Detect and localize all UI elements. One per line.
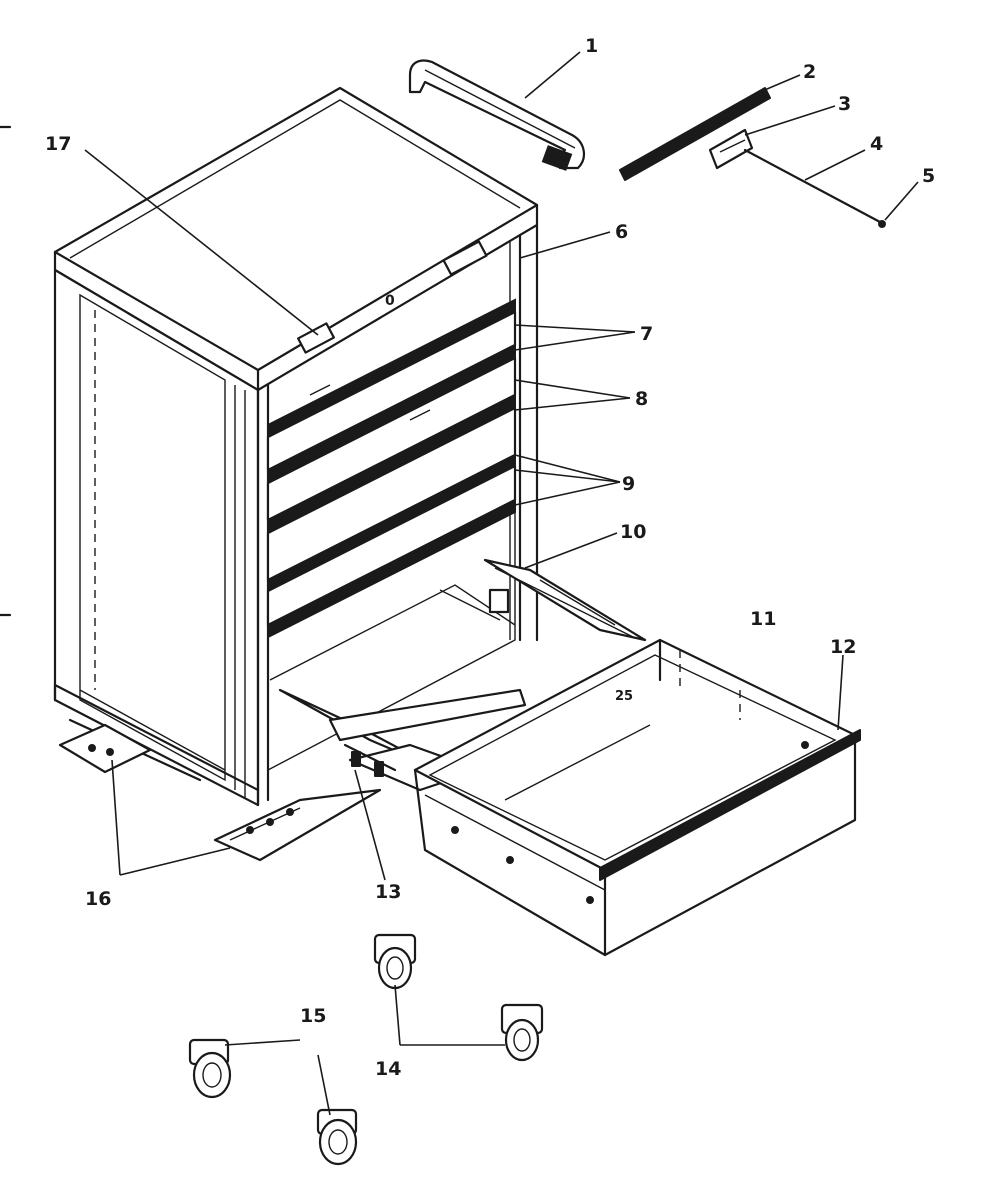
rod-pin — [878, 220, 886, 228]
drawer-stack — [266, 298, 517, 639]
callout-17: 17 — [45, 133, 71, 155]
callout-14: 14 — [375, 1058, 401, 1080]
callout-10: 10 — [620, 521, 646, 543]
base-brackets — [58, 723, 382, 862]
callout-1: 1 — [585, 35, 598, 57]
callout-labels: 1 2 3 4 5 6 7 8 9 10 11 12 13 14 15 16 1… — [45, 35, 935, 1080]
drawer-front-handle — [599, 729, 861, 881]
callout-4: 4 — [870, 133, 883, 155]
drawer-slide-10 — [483, 558, 647, 642]
callout-12: 12 — [830, 636, 856, 658]
callout-13: 13 — [375, 881, 401, 903]
callout-7: 7 — [640, 323, 653, 345]
caster-swivel-2 — [316, 1108, 358, 1166]
callout-15: 15 — [300, 1005, 326, 1027]
latch-bracket-6 — [442, 240, 488, 276]
caster-fixed-2 — [500, 1003, 544, 1062]
base-bracket-right — [213, 788, 382, 862]
callout-16: 16 — [85, 888, 111, 910]
callout-8: 8 — [635, 388, 648, 410]
cabinet-handle — [408, 59, 586, 171]
pulled-out-drawer: 25 — [413, 638, 861, 957]
lock-rod — [743, 148, 882, 224]
cavity-bracket — [488, 588, 510, 614]
caster-swivel-1 — [188, 1038, 232, 1099]
hinge-strip — [619, 87, 771, 181]
callout-2: 2 — [803, 61, 816, 83]
callout-9: 9 — [622, 473, 635, 495]
cabinet-body: 0 — [53, 86, 539, 807]
callout-3: 3 — [838, 93, 851, 115]
svg-text:0: 0 — [385, 293, 395, 309]
base-bracket-left — [58, 723, 152, 774]
drawer-tray — [413, 638, 857, 872]
leader-lines — [84, 51, 919, 1116]
callout-5: 5 — [922, 165, 935, 187]
callout-11: 11 — [750, 608, 776, 630]
svg-text:25: 25 — [615, 689, 633, 704]
caster-fixed-1 — [373, 933, 417, 990]
callout-6: 6 — [615, 221, 628, 243]
lock-bracket — [708, 128, 754, 170]
